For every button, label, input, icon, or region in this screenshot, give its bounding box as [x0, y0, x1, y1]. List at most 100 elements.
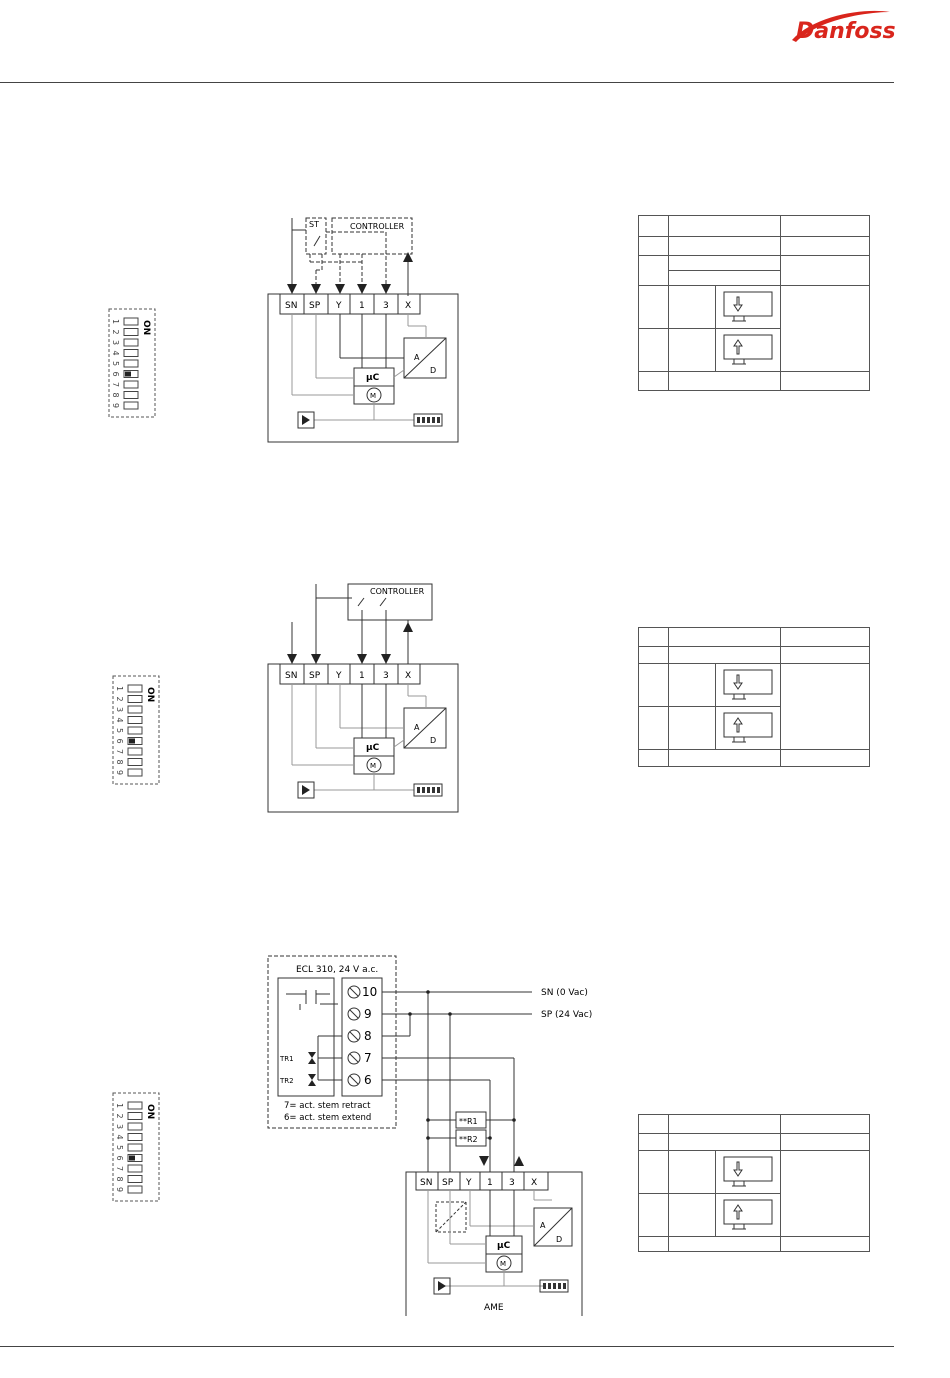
- stem-retract-icon: [723, 334, 773, 365]
- table-cell: [714, 1150, 781, 1194]
- terminal-label: X: [405, 301, 411, 311]
- table-cell: [668, 215, 781, 237]
- table-row: [637, 663, 871, 750]
- ad-d-label: D: [556, 1235, 562, 1244]
- dip-number: 1: [115, 1103, 124, 1108]
- dip-slot: [127, 768, 143, 777]
- terminal-label: Y: [465, 1178, 472, 1188]
- dip-slot: [127, 1185, 143, 1194]
- table-cell: [714, 1193, 781, 1237]
- dip-slot: [127, 1175, 143, 1183]
- controller-label: CONTROLLER: [350, 222, 405, 231]
- stem-retract-icon: [723, 712, 773, 743]
- dip-slot: [127, 716, 143, 724]
- dip-slot: [123, 349, 139, 357]
- dip-number: 6: [111, 372, 120, 377]
- tr1-label: TR1: [279, 1055, 294, 1063]
- terminal-label: 1: [359, 301, 365, 311]
- table-cell: [668, 1133, 781, 1151]
- dip-slot: [123, 401, 139, 410]
- table-cell: [668, 1114, 781, 1134]
- table-cell: [637, 285, 670, 329]
- settings-table: [637, 1114, 871, 1252]
- controller-label: CONTROLLER: [370, 587, 425, 596]
- dip-slot: [123, 359, 139, 368]
- dip-number: 9: [111, 403, 120, 408]
- dip-knob: [125, 371, 131, 377]
- terminal-label: SP: [309, 301, 321, 311]
- motor-label: M: [370, 762, 376, 770]
- table-cell: [668, 371, 781, 391]
- terminal-label: SP: [442, 1178, 454, 1188]
- dip-number: 2: [111, 330, 120, 335]
- table-cell: [668, 646, 781, 664]
- table-cell: [637, 1236, 670, 1252]
- note-retract: 7= act. stem retract: [284, 1101, 371, 1111]
- table-cell: [714, 706, 781, 750]
- dip-knob: [129, 1155, 135, 1161]
- dip-slot: [127, 1101, 143, 1110]
- table-cell: [668, 328, 716, 372]
- dip-slot: [127, 737, 143, 745]
- uc-label: µC: [497, 1241, 511, 1251]
- terminal-label: 1: [487, 1178, 493, 1188]
- dip-number: 1: [115, 686, 124, 691]
- terminal-label: SN: [420, 1178, 432, 1188]
- note-extend: 6= act. stem extend: [284, 1113, 371, 1123]
- table-cell: [668, 706, 716, 750]
- table-cell: [779, 646, 871, 664]
- dip-slot: [123, 391, 139, 399]
- ecl-terminal-label: 6: [364, 1073, 372, 1087]
- dip-number: 4: [115, 1135, 124, 1140]
- table-row: [637, 215, 871, 237]
- st-label: ST: [309, 220, 319, 229]
- table-cell: [637, 1114, 670, 1134]
- table-cell: [779, 627, 871, 647]
- table-cell: [779, 1133, 871, 1151]
- dip-slot: [123, 317, 139, 326]
- table-row: [637, 1236, 871, 1252]
- table-row: [637, 627, 871, 647]
- dip-number: 7: [115, 1166, 124, 1171]
- dip-slot: [127, 726, 143, 735]
- dip-number: 4: [111, 351, 120, 356]
- table-cell: [779, 371, 871, 391]
- table-cell: [637, 646, 670, 664]
- table-cell: [637, 1150, 670, 1194]
- table-row: [637, 1133, 871, 1151]
- ad-a-label: A: [414, 723, 420, 732]
- r2-label: **R2: [459, 1135, 478, 1144]
- table-cell: [637, 706, 670, 750]
- dip-on-label: ON: [145, 687, 155, 702]
- table-cell: [779, 285, 871, 372]
- table-cell: [714, 328, 781, 372]
- uc-label: µC: [366, 743, 380, 753]
- dip-slot: [127, 1122, 143, 1131]
- dip-number: 5: [115, 728, 124, 733]
- dip-number: 3: [115, 707, 124, 712]
- dip-slot: [127, 695, 143, 703]
- stem-extend-icon: [723, 1156, 773, 1187]
- motor-label: M: [370, 392, 376, 400]
- dip-number: 5: [115, 1145, 124, 1150]
- dip-on-label: ON: [141, 320, 151, 335]
- table-cell: [779, 663, 871, 750]
- dip-slot: [127, 1164, 143, 1173]
- dip-slot: [123, 370, 139, 378]
- table-cell: [714, 663, 781, 707]
- dip-number: 3: [115, 1124, 124, 1129]
- terminal-label: 3: [509, 1178, 515, 1188]
- ad-d-label: D: [430, 366, 436, 375]
- stem-extend-icon: [723, 669, 773, 700]
- svg-text:Danfoss: Danfoss: [796, 19, 896, 44]
- dip-number: 7: [115, 749, 124, 754]
- ecl-terminal-label: 8: [364, 1029, 372, 1043]
- table-cell: [779, 255, 871, 286]
- dip-number: 3: [111, 340, 120, 345]
- dip-number: 8: [115, 760, 124, 765]
- table-row: [637, 749, 871, 767]
- terminal-label: SN: [285, 671, 297, 681]
- dip-slot: [127, 705, 143, 714]
- table-cell: [668, 285, 716, 329]
